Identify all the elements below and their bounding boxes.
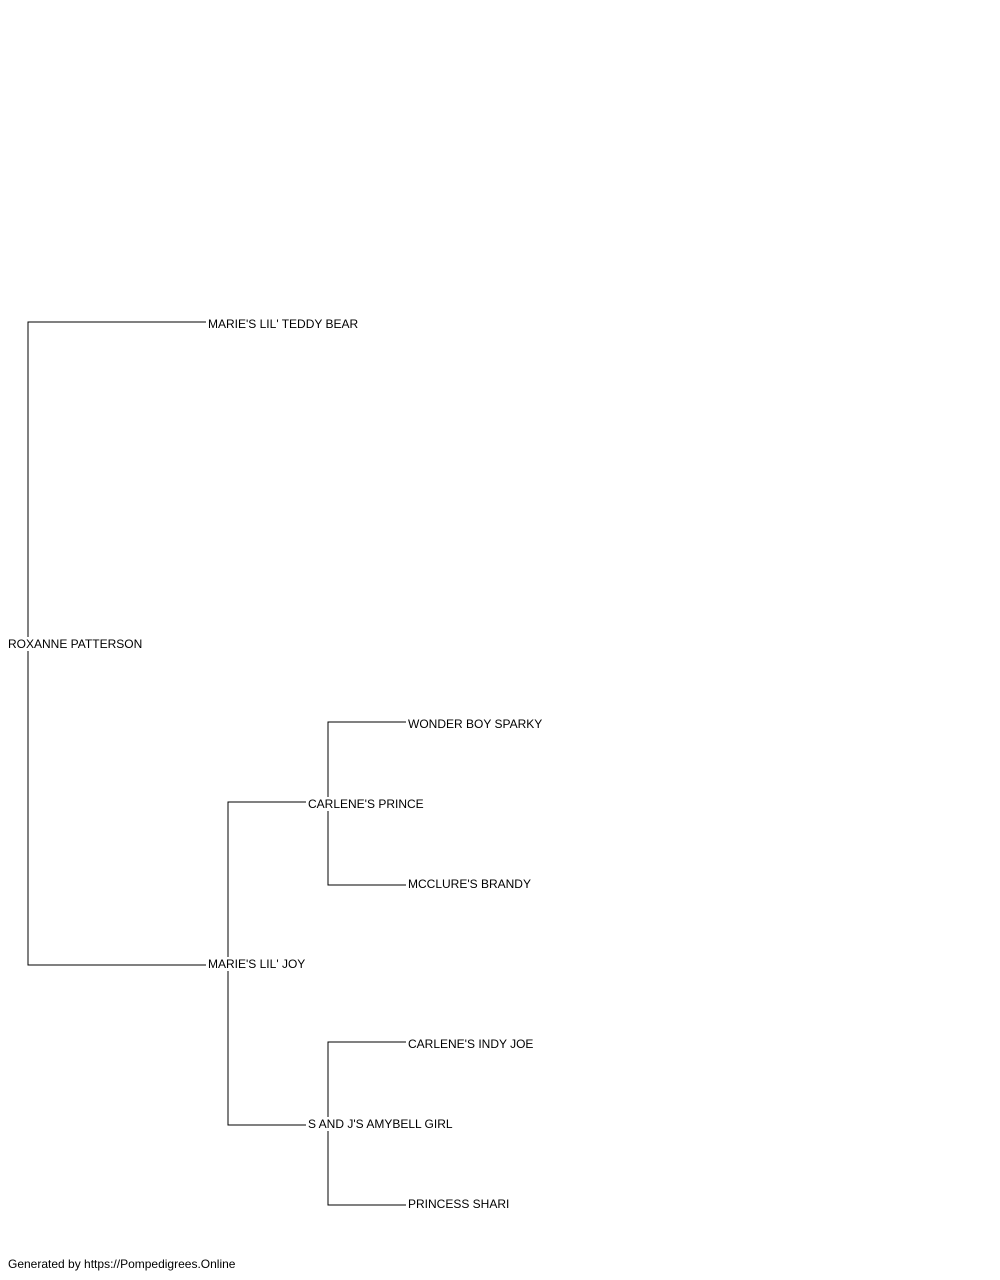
dam-dam-sire-name: CARLENE'S INDY JOE — [406, 1037, 536, 1051]
dam-sire-sire-name: WONDER BOY SPARKY — [406, 717, 545, 731]
dam-dam-name: S AND J'S AMYBELL GIRL — [306, 1117, 455, 1131]
dam-dam-dam-name: PRINCESS SHARI — [406, 1197, 512, 1211]
subject-name: ROXANNE PATTERSON — [6, 637, 145, 651]
dam-name: MARIE'S LIL' JOY — [206, 957, 308, 971]
footer-credit: Generated by https://Pompedigrees.Online — [8, 1257, 236, 1271]
dam-sire-dam-name: MCCLURE'S BRANDY — [406, 877, 533, 891]
sire-name: MARIE'S LIL' TEDDY BEAR — [206, 317, 361, 331]
dam-sire-name: CARLENE'S PRINCE — [306, 797, 426, 811]
